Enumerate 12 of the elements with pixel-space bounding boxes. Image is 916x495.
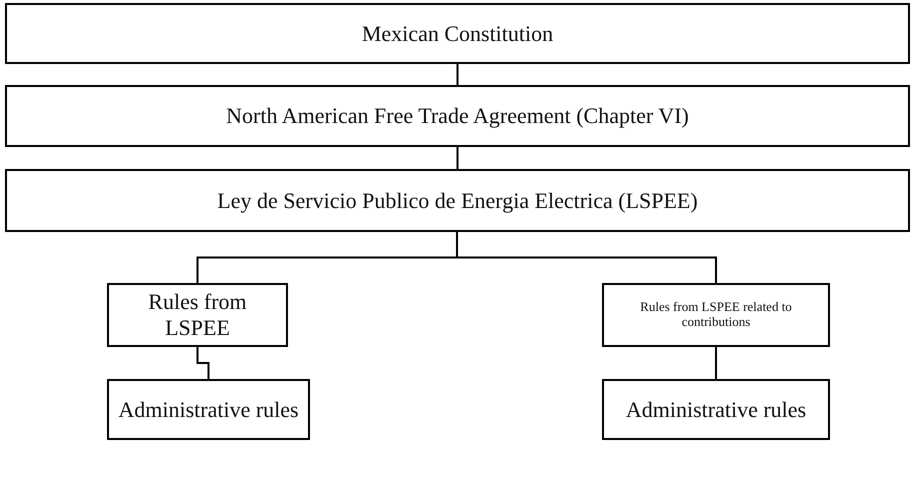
connector-line <box>196 347 210 379</box>
text-box: Mexican Constitution <box>5 3 910 64</box>
connector-line <box>715 347 717 379</box>
text-box: North American Free Trade Agreement (Chapter VI) <box>5 85 910 147</box>
text-box: Administrative rules <box>602 379 830 440</box>
text-box: Rules from LSPEE related to contributions <box>602 283 830 347</box>
connector-line <box>456 232 717 283</box>
connector-line <box>456 64 458 85</box>
connector-line <box>456 147 458 169</box>
text-box: Administrative rules <box>107 379 310 440</box>
text-box: Rules from LSPEE <box>107 283 288 347</box>
text-box: Ley de Servicio Publico de Energia Electrica (LSPEE) <box>5 169 910 232</box>
